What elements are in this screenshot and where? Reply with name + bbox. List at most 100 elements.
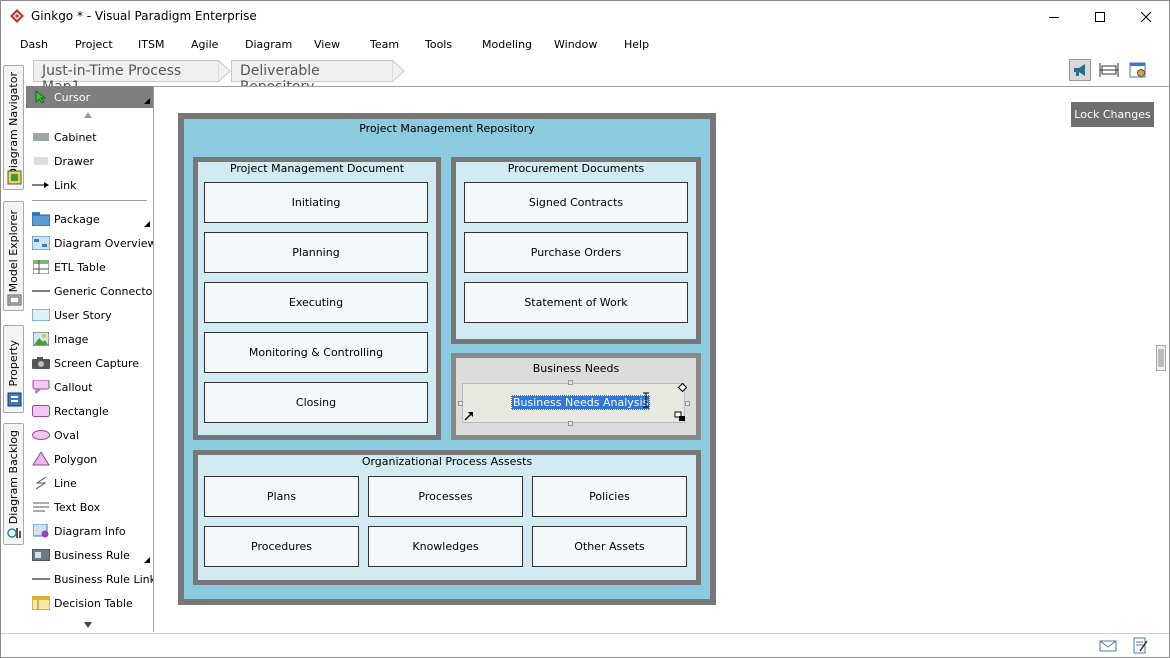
menu-view[interactable]: View xyxy=(314,38,341,51)
megaphone-icon xyxy=(1074,64,1085,76)
deliverable-signed-contracts[interactable]: Signed Contracts xyxy=(464,182,688,223)
resource-catalog-icon[interactable] xyxy=(674,411,686,422)
menu-team[interactable]: Team xyxy=(370,38,400,51)
panel-title: Project Management Document xyxy=(229,162,405,175)
breadcrumb-separator-icon xyxy=(218,60,231,82)
palette-generic-connector[interactable]: Generic Connector xyxy=(26,280,157,302)
tab-diagram-navigator[interactable]: Diagram Navigator xyxy=(3,65,24,190)
resize-handle-icon[interactable] xyxy=(678,383,687,392)
palette-rectangle[interactable]: Rectangle xyxy=(26,400,153,422)
business-rule-icon xyxy=(32,548,50,562)
palette-screen-capture[interactable]: Screen Capture xyxy=(26,352,153,374)
maximize-button[interactable] xyxy=(1077,1,1123,33)
expand-corner-icon xyxy=(144,557,150,563)
palette-business-rule[interactable]: Business Rule xyxy=(26,544,153,566)
deliverable-procedures[interactable]: Procedures xyxy=(204,526,359,567)
deliverable-policies[interactable]: Policies xyxy=(532,476,687,517)
window-title: Ginkgo * - Visual Paradigm Enterprise xyxy=(31,9,257,23)
palette-image[interactable]: Image xyxy=(26,328,153,350)
drawer-icon xyxy=(32,154,50,168)
package-icon xyxy=(32,212,50,226)
palette-diagram-info[interactable]: Diagram Info xyxy=(26,520,153,542)
palette-oval-label: Oval xyxy=(54,428,79,442)
palette-package[interactable]: Package xyxy=(26,208,153,230)
deliverable-statement-of-work[interactable]: Statement of Work xyxy=(464,282,688,323)
palette-cabinet[interactable]: Cabinet xyxy=(26,126,153,148)
lock-changes-button[interactable]: Lock Changes xyxy=(1071,102,1154,127)
inline-edit-text[interactable]: Business Needs Analysis xyxy=(511,395,651,410)
business-rule-link-icon xyxy=(32,572,50,586)
scroll-up-icon[interactable] xyxy=(83,111,93,119)
selection-handle[interactable] xyxy=(685,401,690,406)
palette-callout[interactable]: Callout xyxy=(26,376,153,398)
deliverable-other-assets[interactable]: Other Assets xyxy=(532,526,687,567)
diagram-canvas[interactable]: Lock Changes Project Management Reposito… xyxy=(153,86,1169,632)
panel-procurement-documents[interactable]: Procurement Documents Signed Contracts P… xyxy=(451,157,701,344)
tab-diagram-backlog[interactable]: Diagram Backlog xyxy=(3,423,24,545)
palette-user-story[interactable]: User Story xyxy=(26,304,153,326)
scroll-down-icon[interactable] xyxy=(83,621,93,629)
deliverable-executing[interactable]: Executing xyxy=(204,282,428,323)
callout-icon xyxy=(32,380,50,394)
deliverable-knowledges[interactable]: Knowledges xyxy=(368,526,523,567)
panel-resize-grip-icon[interactable] xyxy=(1156,345,1166,371)
deliverable-purchase-orders[interactable]: Purchase Orders xyxy=(464,232,688,273)
announcement-button[interactable] xyxy=(1069,59,1091,81)
palette-decision-table[interactable]: Decision Table xyxy=(26,592,153,614)
selection-handle[interactable] xyxy=(568,380,573,385)
image-icon xyxy=(32,332,50,346)
palette-drawer[interactable]: Drawer xyxy=(26,150,153,172)
tab-model-explorer[interactable]: Model Explorer xyxy=(3,201,24,311)
selection-handle[interactable] xyxy=(568,421,573,426)
text-box-icon xyxy=(32,500,50,514)
palette-text-box[interactable]: Text Box xyxy=(26,496,153,518)
menu-dash[interactable]: Dash xyxy=(20,38,48,51)
menu-agile[interactable]: Agile xyxy=(191,38,219,51)
selection-handle[interactable] xyxy=(458,401,463,406)
menu-modeling[interactable]: Modeling xyxy=(482,38,533,51)
diagram-info-icon xyxy=(32,524,50,538)
diagram-properties-icon xyxy=(1129,62,1146,78)
palette-line[interactable]: Line xyxy=(26,472,153,494)
menu-help[interactable]: Help xyxy=(624,38,650,51)
palette-polygon[interactable]: Polygon xyxy=(26,448,153,470)
breadcrumb: Just-in-Time Process Map1 Deliverable Re… xyxy=(1,57,1169,95)
business-needs-analysis-editor[interactable]: Business Needs Analysis xyxy=(462,383,687,423)
close-button[interactable] xyxy=(1123,1,1169,33)
breadcrumb-deliverable-repository[interactable]: Deliverable Repository xyxy=(231,60,393,95)
project-management-repository[interactable]: Project Management Repository Project Ma… xyxy=(178,113,716,605)
diagram-properties-button[interactable] xyxy=(1127,59,1149,81)
deliverable-processes[interactable]: Processes xyxy=(368,476,523,517)
minimize-button[interactable] xyxy=(1031,1,1077,33)
menu-itsm[interactable]: ITSM xyxy=(138,38,165,51)
fit-diagram-button[interactable] xyxy=(1098,59,1120,81)
breadcrumb-process-map[interactable]: Just-in-Time Process Map1 xyxy=(33,60,219,95)
deliverable-initiating[interactable]: Initiating xyxy=(204,182,428,223)
palette-business-rule-link[interactable]: Business Rule Link xyxy=(26,568,156,590)
deliverable-closing[interactable]: Closing xyxy=(204,382,428,423)
panel-business-needs[interactable]: Business Needs Business Needs Analysis xyxy=(451,353,701,440)
line-icon xyxy=(32,476,50,490)
deliverable-monitoring-controlling[interactable]: Monitoring & Controlling xyxy=(204,332,428,373)
diagram-palette: Cursor Cabinet Drawer Link Package Diagr… xyxy=(26,86,157,633)
menu-window[interactable]: Window xyxy=(554,38,598,51)
palette-oval[interactable]: Oval xyxy=(26,424,153,446)
tab-property[interactable]: Property xyxy=(3,325,24,413)
panel-project-management-document[interactable]: Project Management Document Initiating P… xyxy=(193,157,441,440)
menu-tools[interactable]: Tools xyxy=(425,38,453,51)
palette-polygon-label: Polygon xyxy=(54,452,98,466)
edit-document-icon[interactable] xyxy=(1133,637,1149,655)
palette-diagram-overview[interactable]: Diagram Overview xyxy=(26,232,157,254)
panel-organizational-process-assets[interactable]: Organizational Process Assests Plans Pro… xyxy=(193,450,701,585)
menu-project[interactable]: Project xyxy=(75,38,113,51)
palette-cursor[interactable]: Cursor xyxy=(26,86,153,108)
palette-etl-table[interactable]: ETL Table xyxy=(26,256,153,278)
mail-icon[interactable] xyxy=(1099,639,1117,653)
deliverable-planning[interactable]: Planning xyxy=(204,232,428,273)
deliverable-plans[interactable]: Plans xyxy=(204,476,359,517)
rectangle-icon xyxy=(32,404,50,418)
connector-arrow-icon[interactable] xyxy=(464,411,474,421)
palette-link[interactable]: Link xyxy=(26,174,153,196)
menu-diagram[interactable]: Diagram xyxy=(245,38,293,51)
palette-screen-capture-label: Screen Capture xyxy=(54,356,140,370)
